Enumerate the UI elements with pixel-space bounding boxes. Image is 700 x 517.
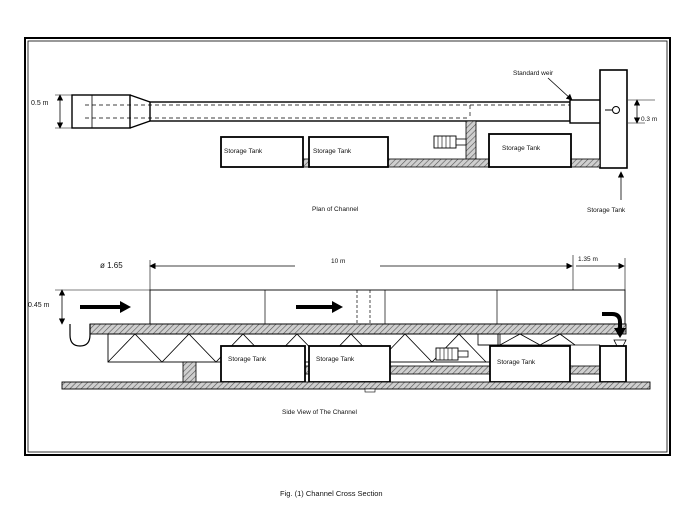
plan-storage-tank-2 <box>308 136 389 168</box>
plan-end-tank <box>599 69 628 169</box>
side-storage-tank-1 <box>220 345 306 383</box>
inner-frame <box>27 40 668 453</box>
weir-label: Standard weir <box>513 70 554 77</box>
side-tank-1-label: Storage Tank <box>228 356 267 363</box>
plan-storage-tank-1 <box>220 136 304 168</box>
outer-frame <box>24 37 671 456</box>
plan-caption: Plan of Channel <box>312 206 359 213</box>
plan-inlet-section <box>71 94 131 129</box>
weir-dimension: 0.3 m <box>641 116 657 123</box>
side-channel-bed <box>89 323 627 335</box>
side-end-dimension: 1.35 m <box>578 256 598 263</box>
side-tank-3-label: Storage Tank <box>497 359 536 366</box>
side-height-dimension: 0.45 m <box>28 302 50 309</box>
plan-height-dimension: 0.5 m <box>31 100 49 107</box>
plan-outlet-icon <box>612 106 620 114</box>
plan-pump-icon <box>433 135 457 149</box>
weir-drop-arrow <box>602 312 622 330</box>
side-pump-icon <box>435 347 459 361</box>
side-tank-2-label: Storage Tank <box>316 356 355 363</box>
plan-storage-tank-3 <box>488 133 572 168</box>
side-channel-wall <box>149 289 626 325</box>
side-end-tank <box>599 345 627 383</box>
plan-taper <box>129 94 151 129</box>
side-diameter-label: ø 1.65 <box>100 261 123 270</box>
side-caption: Side View of The Channel <box>282 409 357 416</box>
plan-tank-3-label: Storage Tank <box>502 145 541 152</box>
plan-tank-1-label: Storage Tank <box>224 148 263 155</box>
side-ground <box>61 381 651 390</box>
figure-caption: Fig. (1) Channel Cross Section <box>280 489 383 498</box>
side-length-dimension: 10 m <box>331 258 345 265</box>
side-storage-tank-2 <box>308 345 391 383</box>
side-storage-tank-3 <box>489 345 571 383</box>
plan-view: 0.5 m Standard weir 0.3 m Storage Tank S… <box>31 69 657 214</box>
plan-tank-2-label: Storage Tank <box>313 148 352 155</box>
side-support-leg <box>182 361 197 385</box>
side-view: 10 m 1.35 m ø 1.65 0.45 m <box>28 255 651 416</box>
side-inlet-bend <box>69 324 91 347</box>
plan-end-tank-label: Storage Tank <box>587 207 626 214</box>
